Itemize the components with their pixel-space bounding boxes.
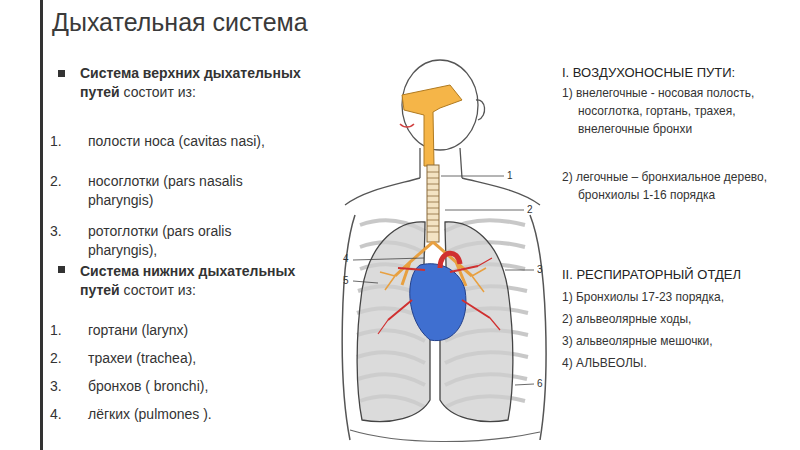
- list-number: 3.: [50, 223, 62, 239]
- callout-number-block: 4: [343, 253, 355, 265]
- list-item-block: 4) АЛЬВЕОЛЫ.: [562, 354, 800, 372]
- list-item: бронхов ( bronchi),: [88, 378, 208, 394]
- list-item: трахеи (trachea),: [88, 350, 196, 366]
- callout-number: 3: [537, 264, 543, 275]
- list-number-block: 4.: [50, 405, 80, 424]
- section-heading-block: II. РЕСПИРАТОРНЫЙ ОТДЕЛ: [562, 266, 794, 284]
- list-number-block: 2.: [50, 172, 80, 191]
- callout-number-block: 2: [527, 204, 539, 216]
- list-item-block: носоглотки (pars nasalis pharyngis): [88, 172, 288, 210]
- list-number: 3.: [50, 378, 62, 394]
- body-figure: [342, 60, 546, 442]
- list-number-block: 2.: [50, 349, 80, 368]
- list-item-block: 3) альвеолярные мешочки,: [562, 332, 800, 350]
- list-item: ротоглотки (pars oralis pharyngis),: [88, 223, 231, 258]
- list-item: 2) альвеолярные ходы,: [562, 312, 691, 326]
- list-number-block: 1.: [50, 321, 80, 340]
- list-number-block: 3.: [50, 222, 80, 241]
- list-item-block: 1) внелегочные - носовая полость, носогл…: [562, 84, 800, 138]
- callout-number: 1: [507, 170, 513, 181]
- list-number-block: 3.: [50, 377, 80, 396]
- side-bar: [40, 0, 43, 450]
- bullet: [58, 266, 65, 273]
- list-item: гортани (larynx): [88, 322, 188, 338]
- callout-number: 6: [537, 378, 543, 389]
- list-number: 1.: [50, 133, 62, 149]
- callout-number: 2: [527, 204, 533, 215]
- list-item: полости носа (cavitas nasi),: [88, 133, 265, 149]
- bullet: [58, 70, 65, 77]
- section-heading-block: I. ВОЗДУХОНОСНЫЕ ПУТИ:: [562, 64, 794, 82]
- list-item: лёгких (pulmones ).: [88, 406, 212, 422]
- list-number: 1.: [50, 322, 62, 338]
- callout-number-block: 3: [537, 264, 549, 276]
- section-heading: состоит из:: [124, 84, 196, 100]
- list-number-block: 1.: [50, 132, 80, 151]
- list-item-block: 2) легочные – бронхиальное дерево, бронх…: [562, 168, 800, 204]
- list-item-block: лёгких (pulmones ).: [88, 405, 308, 424]
- section-heading-block: Система нижних дыхательных путейсостоит …: [80, 262, 308, 300]
- callout-number-block: 1: [507, 170, 519, 182]
- callout-number: 4: [343, 253, 349, 264]
- callout-number-block: 5: [343, 275, 355, 287]
- section-heading-block: Система верхних дыхательных путейсостоит…: [80, 64, 308, 102]
- list-item: 2) легочные – бронхиальное дерево, бронх…: [562, 170, 767, 202]
- list-item: 1) Бронхиолы 17-23 порядка,: [562, 290, 724, 304]
- section-heading: состоит из:: [124, 282, 196, 298]
- list-item: 4) АЛЬВЕОЛЫ.: [562, 356, 647, 370]
- list-item-block: гортани (larynx): [88, 321, 308, 340]
- slide-title: Дыхательная система: [52, 6, 308, 40]
- section-heading: I. ВОЗДУХОНОСНЫЕ ПУТИ:: [562, 65, 735, 80]
- list-item-block: полости носа (cavitas nasi),: [88, 132, 313, 151]
- list-item-block: трахеи (trachea),: [88, 349, 308, 368]
- list-item-block: бронхов ( bronchi),: [88, 377, 308, 396]
- leader-lines: [353, 176, 534, 385]
- list-item-block: 1) Бронхиолы 17-23 порядка,: [562, 288, 800, 306]
- list-number: 2.: [50, 173, 62, 189]
- list-item-block: 2) альвеолярные ходы,: [562, 310, 800, 328]
- list-item: 3) альвеолярные мешочки,: [562, 334, 713, 348]
- list-item: 1) внелегочные - носовая полость, носогл…: [562, 86, 754, 136]
- callout-number: 5: [343, 275, 349, 286]
- list-item: носоглотки (pars nasalis pharyngis): [88, 173, 243, 208]
- section-heading: II. РЕСПИРАТОРНЫЙ ОТДЕЛ: [562, 267, 741, 282]
- list-number: 4.: [50, 406, 62, 422]
- list-item-block: ротоглотки (pars oralis pharyngis),: [88, 222, 288, 260]
- list-number: 2.: [50, 350, 62, 366]
- callout-number-block: 6: [537, 378, 549, 390]
